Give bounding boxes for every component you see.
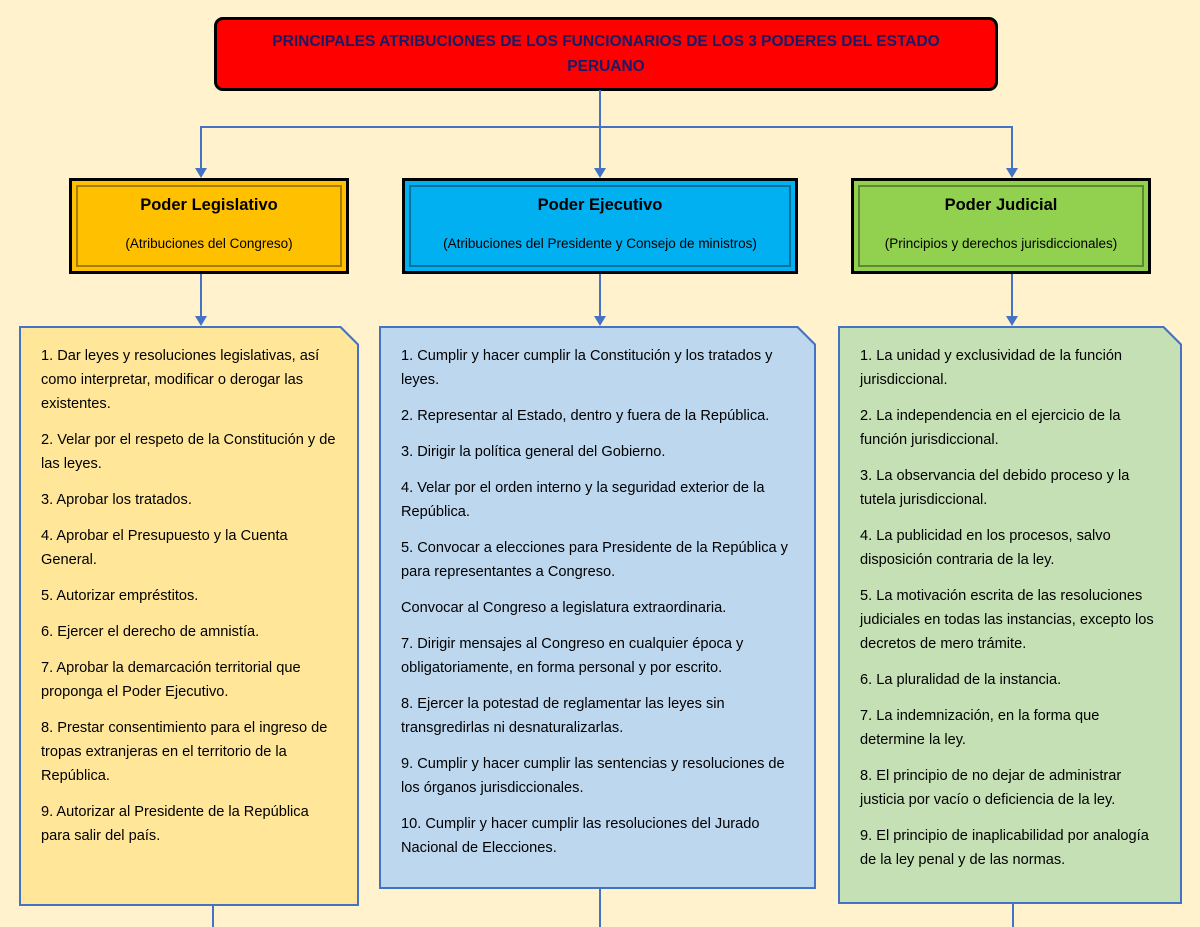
list-item: 2. La independencia en el ejercicio de l… [860,408,1121,448]
list-item: 5. La motivación escrita de las resoluci… [860,588,1154,652]
ejecutivo-list: 1. Cumplir y hacer cumplir la Constituci… [379,326,816,889]
branch-subtitle: (Atribuciones del Congreso) [125,236,293,251]
list-item: 5. Convocar a elecciones para Presidente… [401,540,788,580]
legislativo-list: 1. Dar leyes y resoluciones legislativas… [19,326,359,906]
connector [599,888,601,927]
branch-heading: Poder Legislativo [140,196,278,214]
list-item: 9. Autorizar al Presidente de la Repúbli… [41,804,309,844]
list-item: 9. Cumplir y hacer cumplir las sentencia… [401,756,785,796]
bevel [409,185,791,267]
arrow-icon [1006,316,1018,326]
list-body: 1. Dar leyes y resoluciones legislativas… [21,328,357,904]
branch-heading: Poder Ejecutivo [537,196,663,214]
list-item: 2. Representar al Estado, dentro y fuera… [401,408,770,424]
diagram-title: PRINCIPALES ATRIBUCIONES DE LOS FUNCIONA… [214,17,998,91]
header-poder-ejecutivo: Poder Ejecutivo (Atribuciones del Presid… [402,178,798,274]
bevel [76,185,342,267]
list-item: 7. Aprobar la demarcación territorial qu… [41,660,301,700]
judicial-list: 1. La unidad y exclusividad de la funció… [838,326,1182,904]
list-item: 5. Autorizar empréstitos. [41,588,199,604]
list-item: 8. Ejercer la potestad de reglamentar la… [401,696,725,736]
list-body: 1. La unidad y exclusividad de la funció… [840,328,1180,902]
connector [1011,126,1013,170]
connector [1012,903,1014,927]
list-item: 3. La observancia del debido proceso y l… [860,468,1130,508]
list-item: 4. Aprobar el Presupuesto y la Cuenta Ge… [41,528,288,568]
list-item: 7. Dirigir mensajes al Congreso en cualq… [401,636,744,676]
arrow-icon [1006,168,1018,178]
list-item: 8. El principio de no dejar de administr… [860,768,1122,808]
connector [200,274,202,318]
connector [212,905,214,927]
list-item: 10. Cumplir y hacer cumplir las resoluci… [401,816,760,856]
header-poder-legislativo: Poder Legislativo (Atribuciones del Cong… [69,178,349,274]
list-item: 7. La indemnización, en la forma que det… [860,708,1100,748]
connector [200,126,1013,128]
header-poder-judicial: Poder Judicial (Principios y derechos ju… [851,178,1151,274]
arrow-icon [594,168,606,178]
list-item: 4. Velar por el orden interno y la segur… [401,480,765,520]
list-item: 1. Dar leyes y resoluciones legislativas… [41,348,320,412]
connector [599,274,601,318]
arrow-icon [195,316,207,326]
list-item: 1. La unidad y exclusividad de la funció… [860,348,1123,388]
list-item: Convocar al Congreso a legislatura extra… [401,600,727,616]
arrow-icon [594,316,606,326]
connector [1011,274,1013,318]
list-item: 8. Prestar consentimiento para el ingres… [41,720,328,784]
arrow-icon [195,168,207,178]
list-item: 1. Cumplir y hacer cumplir la Constituci… [401,348,773,388]
branch-subtitle: (Atribuciones del Presidente y Consejo d… [443,236,757,251]
list-item: 4. La publicidad en los procesos, salvo … [860,528,1111,568]
list-item: 6. La pluralidad de la instancia. [860,672,1062,688]
list-item: 2. Velar por el respeto de la Constituci… [41,432,336,472]
branch-heading: Poder Judicial [944,196,1058,214]
list-body: 1. Cumplir y hacer cumplir la Constituci… [381,328,814,887]
bevel [858,185,1144,267]
branch-subtitle: (Principios y derechos jurisdiccionales) [884,236,1118,251]
connector [599,126,601,170]
connector [599,90,601,127]
connector [200,126,202,170]
list-item: 3. Aprobar los tratados. [41,492,192,508]
list-item: 6. Ejercer el derecho de amnistía. [41,624,260,640]
list-item: 9. El principio de inaplicabilidad por a… [860,828,1149,868]
list-item: 3. Dirigir la política general del Gobie… [401,444,666,460]
